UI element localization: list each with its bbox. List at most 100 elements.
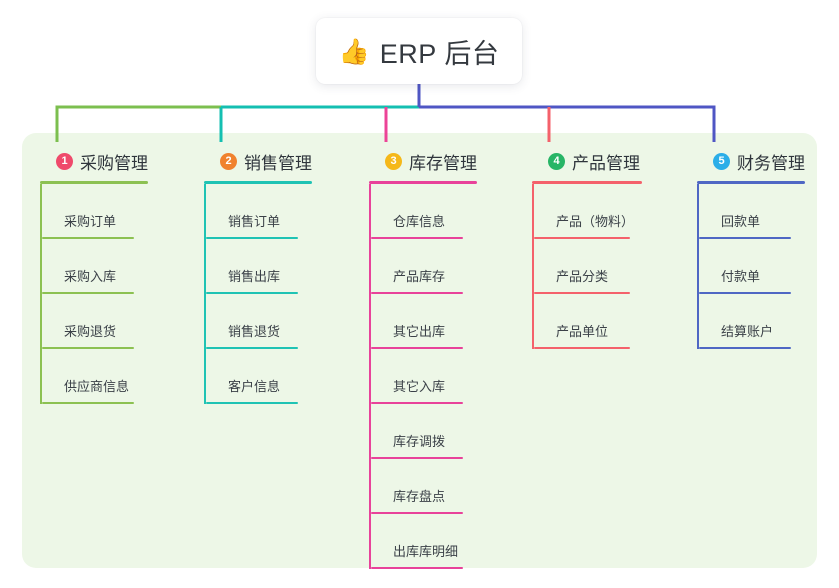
leaf-item[interactable]: 产品（物料） (532, 184, 642, 239)
leaf-item[interactable]: 产品分类 (532, 239, 642, 294)
leaf-item[interactable]: 付款单 (697, 239, 805, 294)
leaf-rule (371, 402, 463, 404)
branch-title: 销售管理 (244, 153, 312, 173)
leaf-item[interactable]: 采购退货 (40, 294, 148, 349)
leaf-rule (371, 512, 463, 514)
branch-column-1: 1 采购管理采购订单采购入库采购退货供应商信息 (40, 146, 148, 404)
leaf-label: 产品单位 (556, 324, 609, 339)
leaf-item[interactable]: 仓库信息 (369, 184, 477, 239)
leaf-rule (206, 347, 298, 349)
leaf-item[interactable]: 产品单位 (532, 294, 642, 349)
branch-column-2: 2 销售管理销售订单销售出库销售退货客户信息 (204, 146, 312, 404)
thumbs-up-icon: 👍 (338, 37, 370, 66)
branch-spine (204, 184, 206, 404)
branch-rule (204, 181, 312, 184)
branch-column-4: 4 产品管理产品（物料） 产品分类产品单位 (532, 146, 642, 349)
leaf-label: 仓库信息 (393, 214, 446, 229)
branch-badge-2: 2 (220, 152, 237, 170)
branch-items: 回款单付款单结算账户 (697, 184, 805, 349)
leaf-rule (42, 237, 134, 239)
branch-title: 库存管理 (409, 153, 477, 173)
branch-spine (369, 184, 371, 569)
leaf-rule (534, 237, 630, 239)
branch-header-2[interactable]: 2 销售管理 (204, 146, 312, 176)
leaf-item[interactable]: 采购订单 (40, 184, 148, 239)
leaf-rule (371, 237, 463, 239)
leaf-label: 出库库明细 (393, 544, 459, 559)
leaf-label: 库存盘点 (393, 489, 446, 504)
leaf-item[interactable]: 结算账户 (697, 294, 805, 349)
leaf-rule (371, 567, 463, 569)
branch-title: 采购管理 (80, 153, 148, 173)
leaf-item[interactable]: 其它入库 (369, 349, 477, 404)
branch-spine (532, 184, 534, 349)
leaf-label: 供应商信息 (64, 379, 130, 394)
leaf-item[interactable]: 产品库存 (369, 239, 477, 294)
leaf-item[interactable]: 销售订单 (204, 184, 312, 239)
leaf-rule (42, 402, 134, 404)
branch-items: 采购订单采购入库采购退货供应商信息 (40, 184, 148, 404)
branch-column-3: 3 库存管理仓库信息产品库存其它出库其它入库库存调拨库存盘点出库库明细 (369, 146, 477, 569)
leaf-label: 其它出库 (393, 324, 446, 339)
diagram-canvas (22, 133, 817, 568)
leaf-label: 其它入库 (393, 379, 446, 394)
root-title: ERP 后台 (379, 38, 500, 69)
leaf-rule (371, 292, 463, 294)
branch-rule (532, 181, 642, 184)
leaf-item[interactable]: 库存盘点 (369, 459, 477, 514)
leaf-label: 销售出库 (228, 269, 281, 284)
branch-rule (40, 181, 148, 184)
leaf-rule (42, 292, 134, 294)
leaf-item[interactable]: 回款单 (697, 184, 805, 239)
leaf-rule (371, 347, 463, 349)
leaf-label: 产品（物料） (556, 214, 635, 229)
leaf-label: 销售退货 (228, 324, 281, 339)
leaf-rule (699, 237, 791, 239)
leaf-label: 采购退货 (64, 324, 117, 339)
branch-badge-4: 4 (548, 152, 565, 170)
leaf-rule (371, 457, 463, 459)
branch-items: 仓库信息产品库存其它出库其它入库库存调拨库存盘点出库库明细 (369, 184, 477, 569)
branch-items: 产品（物料） 产品分类产品单位 (532, 184, 642, 349)
leaf-item[interactable]: 客户信息 (204, 349, 312, 404)
branch-header-1[interactable]: 1 采购管理 (40, 146, 148, 176)
leaf-item[interactable]: 其它出库 (369, 294, 477, 349)
branch-header-3[interactable]: 3 库存管理 (369, 146, 477, 176)
branch-title: 产品管理 (572, 153, 640, 173)
branch-header-4[interactable]: 4 产品管理 (532, 146, 642, 176)
leaf-item[interactable]: 库存调拨 (369, 404, 477, 459)
leaf-label: 结算账户 (721, 324, 774, 339)
root-node[interactable]: 👍 ERP 后台 (316, 18, 522, 84)
leaf-rule (206, 402, 298, 404)
leaf-rule (534, 347, 630, 349)
leaf-item[interactable]: 供应商信息 (40, 349, 148, 404)
leaf-rule (42, 347, 134, 349)
leaf-label: 库存调拨 (393, 434, 446, 449)
leaf-rule (206, 237, 298, 239)
branch-badge-1: 1 (56, 152, 73, 170)
leaf-label: 产品库存 (393, 269, 446, 284)
leaf-item[interactable]: 销售退货 (204, 294, 312, 349)
leaf-rule (699, 347, 791, 349)
leaf-rule (699, 292, 791, 294)
branch-spine (697, 184, 699, 349)
branch-items: 销售订单销售出库销售退货客户信息 (204, 184, 312, 404)
leaf-label: 采购入库 (64, 269, 117, 284)
leaf-rule (206, 292, 298, 294)
leaf-item[interactable]: 出库库明细 (369, 514, 477, 569)
leaf-item[interactable]: 采购入库 (40, 239, 148, 294)
leaf-label: 产品分类 (556, 269, 609, 284)
leaf-rule (534, 292, 630, 294)
leaf-label: 销售订单 (228, 214, 281, 229)
leaf-label: 付款单 (721, 269, 761, 284)
leaf-label: 客户信息 (228, 379, 281, 394)
leaf-item[interactable]: 销售出库 (204, 239, 312, 294)
branch-spine (40, 184, 42, 404)
branch-badge-3: 3 (385, 152, 402, 170)
branch-title: 财务管理 (737, 153, 805, 173)
branch-rule (369, 181, 477, 184)
branch-rule (697, 181, 805, 184)
